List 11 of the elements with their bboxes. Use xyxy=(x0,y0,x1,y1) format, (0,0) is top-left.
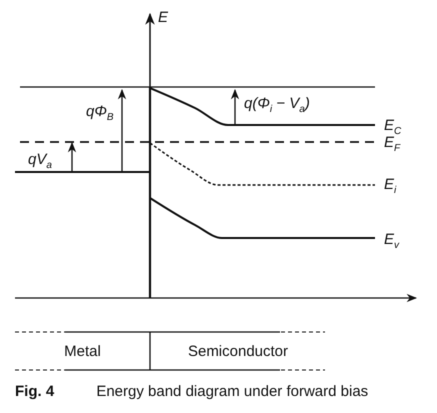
region-label: Metal xyxy=(64,342,101,360)
axis-label: E xyxy=(158,10,168,25)
energy-label: qV$_{a}$ xyxy=(28,152,52,171)
band-label: E$_{i}$ xyxy=(384,177,396,196)
region-label: Semiconductor xyxy=(188,342,288,360)
band-label: E$_{v}$ xyxy=(384,232,400,251)
figure-caption: Fig. 4 Energy band diagram under forward bias xyxy=(15,383,368,400)
band-label: E$_{C}$ xyxy=(384,118,402,137)
energy-label: qΦ$_{B}$ xyxy=(86,104,114,123)
band-label: E$_{F}$ xyxy=(384,135,400,154)
energy-label: q(Φ$_{i}$ − V$_{a}$) xyxy=(244,96,310,115)
